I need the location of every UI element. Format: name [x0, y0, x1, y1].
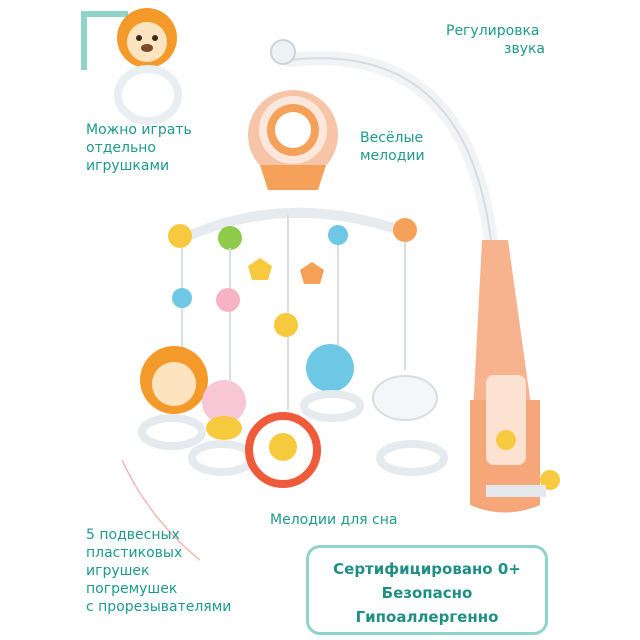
projector-box-icon — [248, 90, 338, 190]
duck-ring-icon — [245, 412, 321, 488]
badge-line-hypoallergenic: Гипоаллергенно — [355, 608, 499, 626]
inset-frame — [81, 11, 128, 70]
volume-label: Регулировка звука — [446, 23, 546, 57]
badge-line-safe: Безопасно — [381, 584, 473, 602]
lion-rattle-icon — [114, 8, 182, 125]
badge-line-certified: Сертифицировано 0+ — [333, 560, 521, 578]
clamp-base — [470, 240, 560, 513]
pointer-line — [121, 459, 201, 561]
lion-toy-icon — [138, 346, 208, 450]
toys-label: 5 подвесных пластиковых игрушек погремуш… — [86, 527, 232, 615]
toy-hanger — [175, 207, 410, 245]
sleep-melodies-label: Мелодии для сна — [270, 512, 398, 528]
elephant-toy-icon — [300, 344, 364, 422]
certification-badge: Сертифицировано 0+ Безопасно Гипоаллерге… — [306, 545, 548, 635]
play-separately-label: Можно играть отдельно игрушками — [86, 122, 192, 174]
lamb-toy-icon — [372, 375, 448, 476]
melodies-label: Весёлые мелодии — [360, 130, 425, 164]
